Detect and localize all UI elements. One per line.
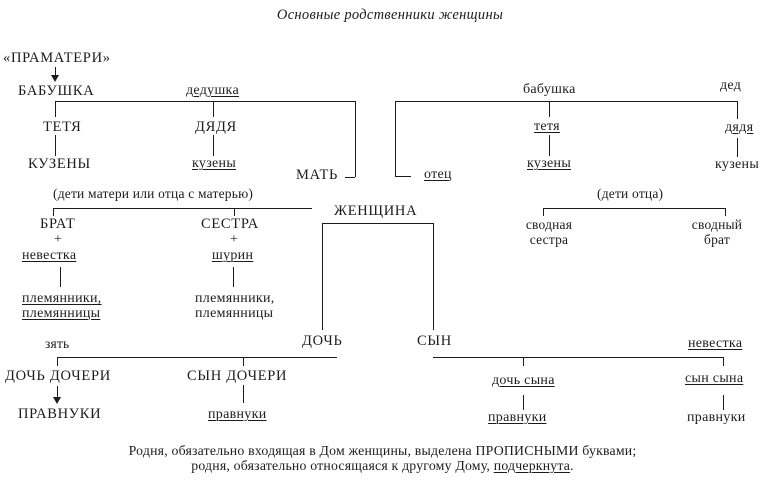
- node-sons-daughter: дочь сына: [492, 373, 555, 388]
- node-foremothers: «ПРАМАТЕРИ»: [3, 50, 111, 66]
- connector-maternal-bracket: [55, 101, 355, 102]
- node-great-grandchildren-caps: ПРАВНУКИ: [18, 406, 102, 422]
- connector-paternal-bracket: [395, 101, 737, 102]
- connector-drop-brother: [53, 208, 54, 216]
- connector-daughters-children: [57, 357, 337, 358]
- arrow-down-icon: [51, 75, 59, 82]
- connector-drop-half-brother: [725, 208, 726, 216]
- half-brother-line2: брат: [704, 232, 730, 247]
- node-nephews-nieces-brother: племянники, племянницы: [22, 291, 102, 321]
- connector-sons-son-children: [723, 395, 724, 410]
- connector-drop-daughters-son: [243, 357, 244, 366]
- node-half-sister: сводная сестра: [521, 217, 577, 247]
- connector-tick-father: [395, 176, 411, 177]
- node-mother: МАТЬ: [296, 167, 339, 183]
- node-cousins-paternal-uncle: кузены: [715, 157, 760, 172]
- connector-drop-sons-son: [723, 357, 724, 366]
- half-sister-line2: сестра: [529, 232, 569, 247]
- node-son: СЫН: [417, 333, 452, 349]
- node-daughter-in-law: невестка: [688, 336, 743, 351]
- footer-line2-suffix: .: [570, 458, 574, 473]
- footer-line2-prefix: родня, обязательно относящаяся к другому…: [191, 458, 494, 473]
- footer-note-line1: Родня, обязательно входящая в Дом женщин…: [128, 443, 637, 458]
- connector-sisters-children: [233, 267, 234, 287]
- connector-sons-daughter-children: [523, 395, 524, 410]
- note-mothers-children: (дети матери или отца с матерью): [53, 186, 254, 201]
- nephews-label: племянники,: [195, 291, 275, 306]
- footer-note-line2: родня, обязательно относящаяся к другому…: [0, 458, 765, 474]
- connector-siblings-line: [53, 208, 312, 209]
- node-grandfather-paternal: дед: [720, 78, 742, 93]
- node-brothers-wife: невестка: [22, 248, 77, 263]
- connector-aunt-cousins-paternal: [549, 135, 550, 156]
- connector-drop-sons-daughter: [523, 357, 524, 366]
- node-brother: БРАТ: [40, 216, 76, 232]
- connector-woman-son: [433, 223, 434, 330]
- node-grandmother-paternal: бабушка: [523, 82, 576, 97]
- connector-drop-aunt-paternal: [549, 101, 550, 117]
- node-great-grandchildren-underlined: правнуки: [208, 407, 267, 422]
- node-grandfather-maternal: дедушка: [186, 83, 239, 98]
- connector-uncle-cousins-paternal: [737, 138, 738, 157]
- connector-half-siblings: [543, 208, 725, 209]
- connector-brothers-children: [60, 267, 61, 287]
- node-cousins-maternal-aunt: КУЗЕНЫ: [28, 156, 91, 172]
- node-grandmother-maternal: БАБУШКА: [18, 83, 95, 99]
- connector-daughters-son-children: [243, 385, 244, 403]
- connector-woman-children-top: [322, 223, 433, 224]
- node-aunt-paternal: тетя: [534, 119, 560, 134]
- node-sisters-husband: шурин: [212, 248, 254, 263]
- node-aunt-maternal: ТЕТЯ: [43, 119, 82, 135]
- connector-foremothers-grandmother: [55, 67, 56, 76]
- note-fathers-children: (дети отца): [597, 186, 664, 201]
- arrow-down-icon: [53, 397, 61, 404]
- node-daughter: ДОЧЬ: [302, 333, 343, 349]
- node-cousins-paternal-aunt: кузены: [527, 156, 572, 171]
- nieces-label: племянницы: [22, 306, 101, 321]
- node-sons-son: сын сына: [685, 371, 744, 386]
- connector-greatgrandchildren-arrow-line: [57, 386, 58, 398]
- connector-drop-uncle-paternal: [737, 101, 738, 119]
- node-father: отец: [424, 167, 452, 182]
- connector-aunt-cousins-maternal: [55, 135, 56, 156]
- connector-drop-uncle-maternal: [213, 101, 214, 117]
- connector-woman-daughter: [322, 223, 323, 330]
- node-woman: ЖЕНЩИНА: [334, 203, 418, 219]
- node-great-grandchildren-plain: правнуки: [687, 410, 746, 425]
- plus-sign-brother: +: [54, 232, 63, 247]
- node-half-brother: сводный брат: [689, 217, 745, 247]
- node-cousins-maternal-uncle: кузены: [192, 156, 237, 171]
- nieces-label: племянницы: [195, 306, 274, 321]
- page-title: Основные родственники женщины: [276, 7, 504, 23]
- connector-drop-daughters-daughter: [57, 357, 58, 366]
- connector-drop-half-sister: [543, 208, 544, 216]
- node-uncle-paternal: дядя: [725, 120, 754, 135]
- node-daughters-daughter: ДОЧЬ ДОЧЕРИ: [5, 368, 111, 384]
- connector-drop-mother: [355, 101, 356, 177]
- connector-drop-father: [395, 101, 396, 176]
- connector-drop-sister: [234, 208, 235, 216]
- node-great-grandchildren-underlined-right: правнуки: [488, 410, 547, 425]
- plus-sign-sister: +: [230, 232, 239, 247]
- node-uncle-maternal: ДЯДЯ: [195, 119, 237, 135]
- node-son-in-law: зять: [45, 336, 70, 351]
- connector-sons-children: [433, 357, 723, 358]
- nephews-label: племянники,: [22, 291, 102, 306]
- node-sister: СЕСТРА: [201, 216, 259, 232]
- connector-uncle-cousins-maternal: [213, 135, 214, 156]
- connector-tick-mother: [345, 177, 355, 178]
- connector-drop-aunt-maternal: [55, 101, 56, 117]
- half-sister-line1: сводная: [525, 217, 573, 232]
- node-nephews-nieces-sister: племянники, племянницы: [195, 291, 275, 321]
- node-daughters-son: СЫН ДОЧЕРИ: [187, 368, 288, 384]
- footer-line2-underlined: подчеркнута: [493, 458, 571, 473]
- half-brother-line1: сводный: [691, 217, 743, 232]
